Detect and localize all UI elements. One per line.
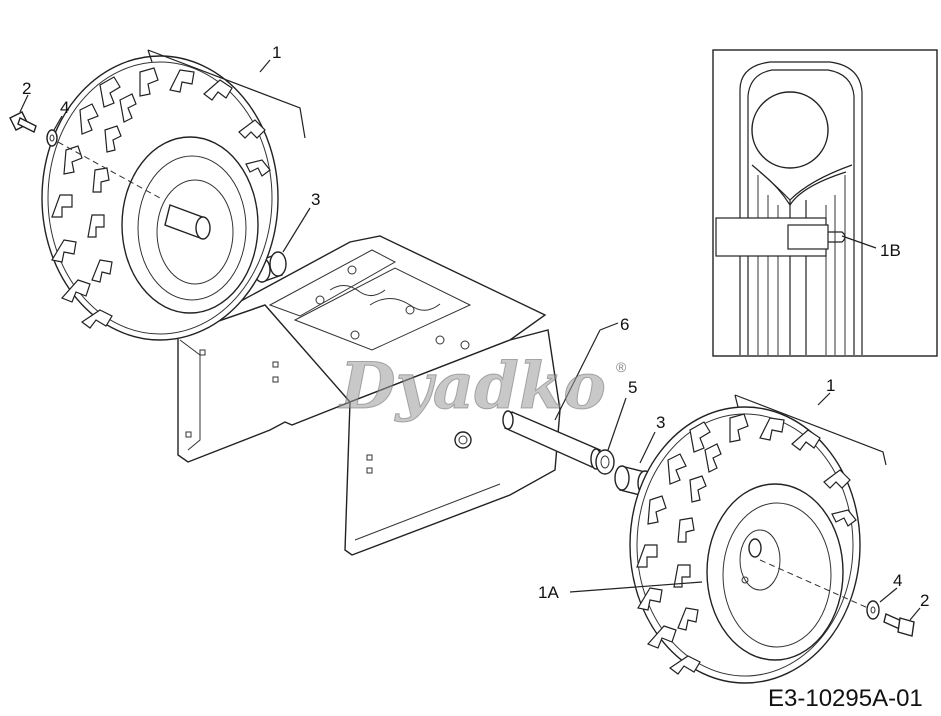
callout-6: 6 xyxy=(620,315,629,334)
callout-5: 5 xyxy=(628,378,637,397)
callout-3-right: 3 xyxy=(656,413,665,432)
diagram-code: E3-10295A-01 xyxy=(768,685,923,712)
wheel-right: 1 1A xyxy=(538,376,887,684)
hardware-right: 4 2 xyxy=(759,559,929,637)
callout-2-right: 2 xyxy=(920,591,929,610)
watermark-text: Dyadko xyxy=(338,349,606,424)
hardware-left: 2 4 xyxy=(9,79,161,199)
chassis-frame xyxy=(177,235,561,556)
callout-4-left: 4 xyxy=(60,98,69,117)
washer-5: 5 xyxy=(595,378,637,475)
callout-1b: 1B xyxy=(880,241,901,260)
callout-3-left: 3 xyxy=(311,190,320,209)
callout-1-right: 1 xyxy=(826,376,835,395)
callout-4-right: 4 xyxy=(893,571,902,590)
callout-2-left: 2 xyxy=(22,79,31,98)
callout-1-left: 1 xyxy=(272,43,281,62)
wheel-left: 1 xyxy=(41,43,306,341)
watermark-logo: Dyadko ® xyxy=(338,349,628,425)
inset-detail: 1B xyxy=(712,49,938,357)
axle: 6 xyxy=(502,315,629,470)
watermark-registered: ® xyxy=(616,359,627,375)
callout-1a: 1A xyxy=(538,583,559,602)
